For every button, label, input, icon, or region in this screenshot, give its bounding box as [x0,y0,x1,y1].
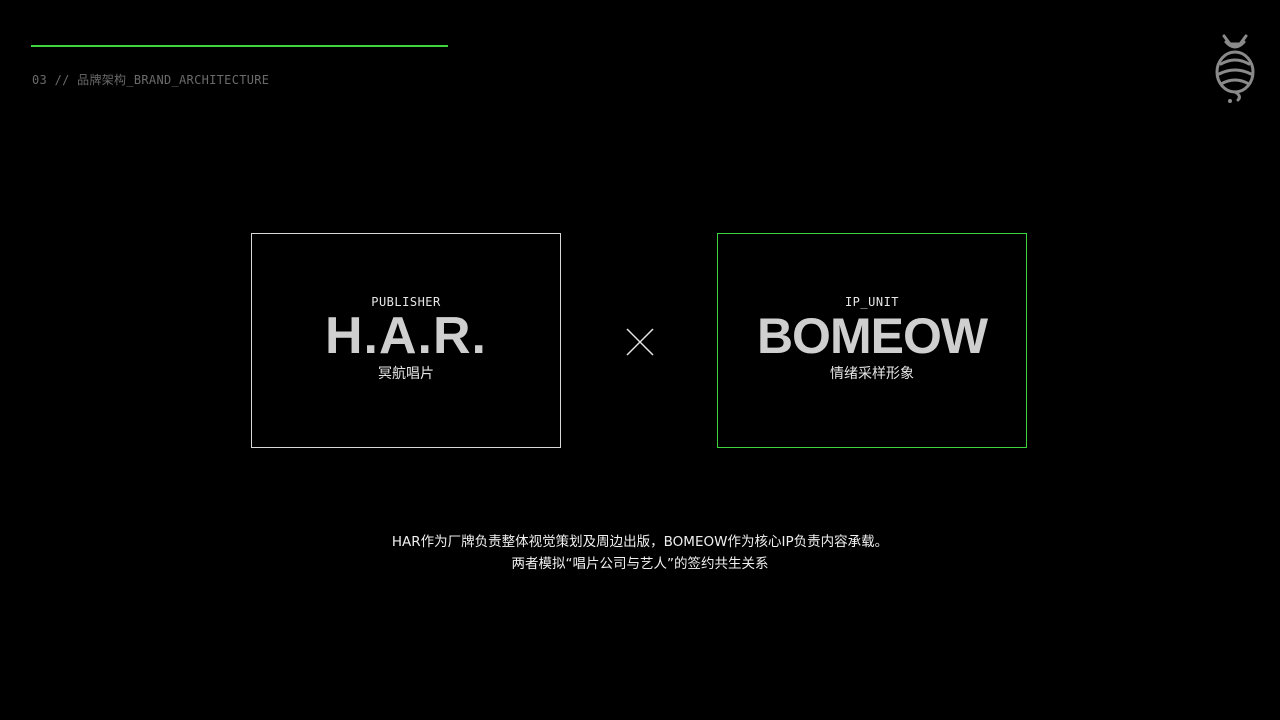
caption-line-1: HAR作为厂牌负责整体视觉策划及周边出版，BOMEOW作为核心IP负责内容承载。 [391,534,889,550]
publisher-subtitle: 冥航唱片 [378,365,434,382]
publisher-card: PUBLISHER H.A.R. 冥航唱片 [251,233,561,448]
section-label: 03 // 品牌架构_BRAND_ARCHITECTURE [32,73,270,87]
cat-emblem-icon [1215,34,1255,103]
caption: HAR作为厂牌负责整体视觉策划及周边出版，BOMEOW作为核心IP负责内容承载。… [0,531,1280,575]
ip-unit-title: BOMEOW [756,307,988,364]
ip-unit-card: IP_UNIT BOMEOW 情绪采样形象 [717,233,1027,448]
publisher-title: H.A.R. [325,306,487,365]
accent-rule [31,45,448,47]
caption-line-2: 两者模拟“唱片公司与艺人”的签约共生关系 [511,556,769,572]
ip-unit-tag: IP_UNIT [844,294,900,309]
publisher-tag: PUBLISHER [371,294,441,309]
cross-icon [626,328,654,356]
ip-unit-subtitle: 情绪采样形象 [830,365,914,382]
